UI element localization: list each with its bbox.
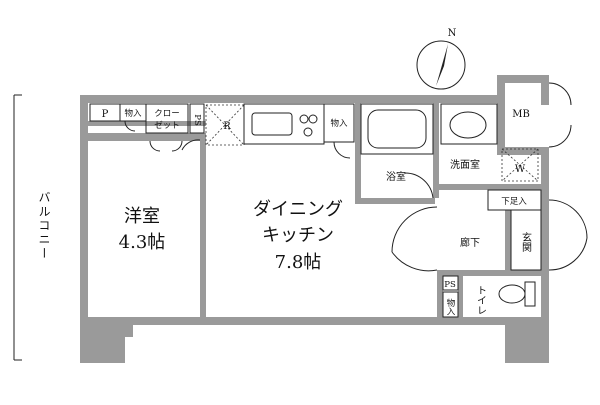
dining-kitchen-name-2: キッチン [262, 225, 334, 246]
compass-ring [416, 40, 466, 90]
toilet-label: トイレ [475, 285, 487, 315]
wash-basin [449, 111, 487, 139]
toilet-tank [524, 281, 536, 307]
meter-box-door-swing [548, 124, 572, 148]
storage-top-label: 物入 [124, 108, 142, 119]
bath: 浴室 [360, 103, 434, 199]
toilet-bowl [498, 284, 526, 304]
stove-burner [299, 114, 309, 124]
storage-top-door-swing [124, 120, 136, 132]
corridor-door-swing [391, 251, 438, 272]
stove-burner [308, 114, 318, 124]
meter-box-label: MB [512, 109, 530, 120]
refrigerator-label: R [223, 121, 231, 132]
bathtub [367, 109, 427, 149]
outer-walls [80, 75, 549, 363]
storage-kitchen-label: 物入 [330, 118, 348, 129]
corridor-entrance: 下足入 廊下 玄関 [391, 189, 588, 272]
compass-north-label: N [448, 28, 457, 39]
entrance-door-swing [548, 237, 588, 271]
interior-walls [88, 103, 543, 317]
balcony-label: バルコニー [37, 191, 51, 261]
western-room-name: 洋室 [124, 206, 160, 227]
washroom-label: 洗面室 [450, 158, 480, 171]
corridor-label: 廊下 [460, 236, 480, 249]
storage-bottom-label: 物入 [445, 298, 455, 316]
washroom: 洗面室 W [440, 103, 539, 182]
compass: N [416, 28, 466, 90]
p-label: P [102, 109, 109, 120]
compass-needle-icon [436, 44, 448, 86]
western-room-size: 4.3帖 [119, 232, 166, 253]
kitchen-counter: R 物入 [205, 103, 355, 159]
closet-label-1: クロー [154, 109, 180, 119]
meter-box-door-swing [548, 82, 572, 106]
toilet-area: PS 物入 トイレ [442, 275, 536, 318]
shoe-box-label: 下足入 [501, 197, 527, 207]
western-room-door-swing [181, 139, 201, 151]
bath-door-swing [404, 172, 434, 199]
top-storage-row: P 物入 クロー ゼット PS [89, 103, 205, 152]
closet-label-2: ゼット [154, 120, 180, 131]
dining-kitchen-size: 7.8帖 [275, 252, 322, 273]
dining-kitchen-name-1: ダイニング [253, 199, 343, 220]
ps-top-label: PS [192, 114, 202, 126]
bath-label: 浴室 [386, 170, 406, 183]
meter-box: MB [512, 82, 572, 148]
closet-door-swing-right [171, 140, 183, 152]
kitchen-storage-door-swing [333, 141, 351, 159]
corridor-door-swing [391, 206, 438, 253]
entrance-label: 玄関 [520, 231, 532, 253]
closet-door-swing-left [149, 140, 161, 152]
washer-label: W [515, 164, 526, 175]
ps-bottom-label: PS [444, 280, 456, 290]
stove-burner [303, 127, 313, 137]
sink [251, 112, 293, 136]
balcony: バルコニー [13, 94, 51, 361]
entrance-door-swing [548, 199, 588, 239]
